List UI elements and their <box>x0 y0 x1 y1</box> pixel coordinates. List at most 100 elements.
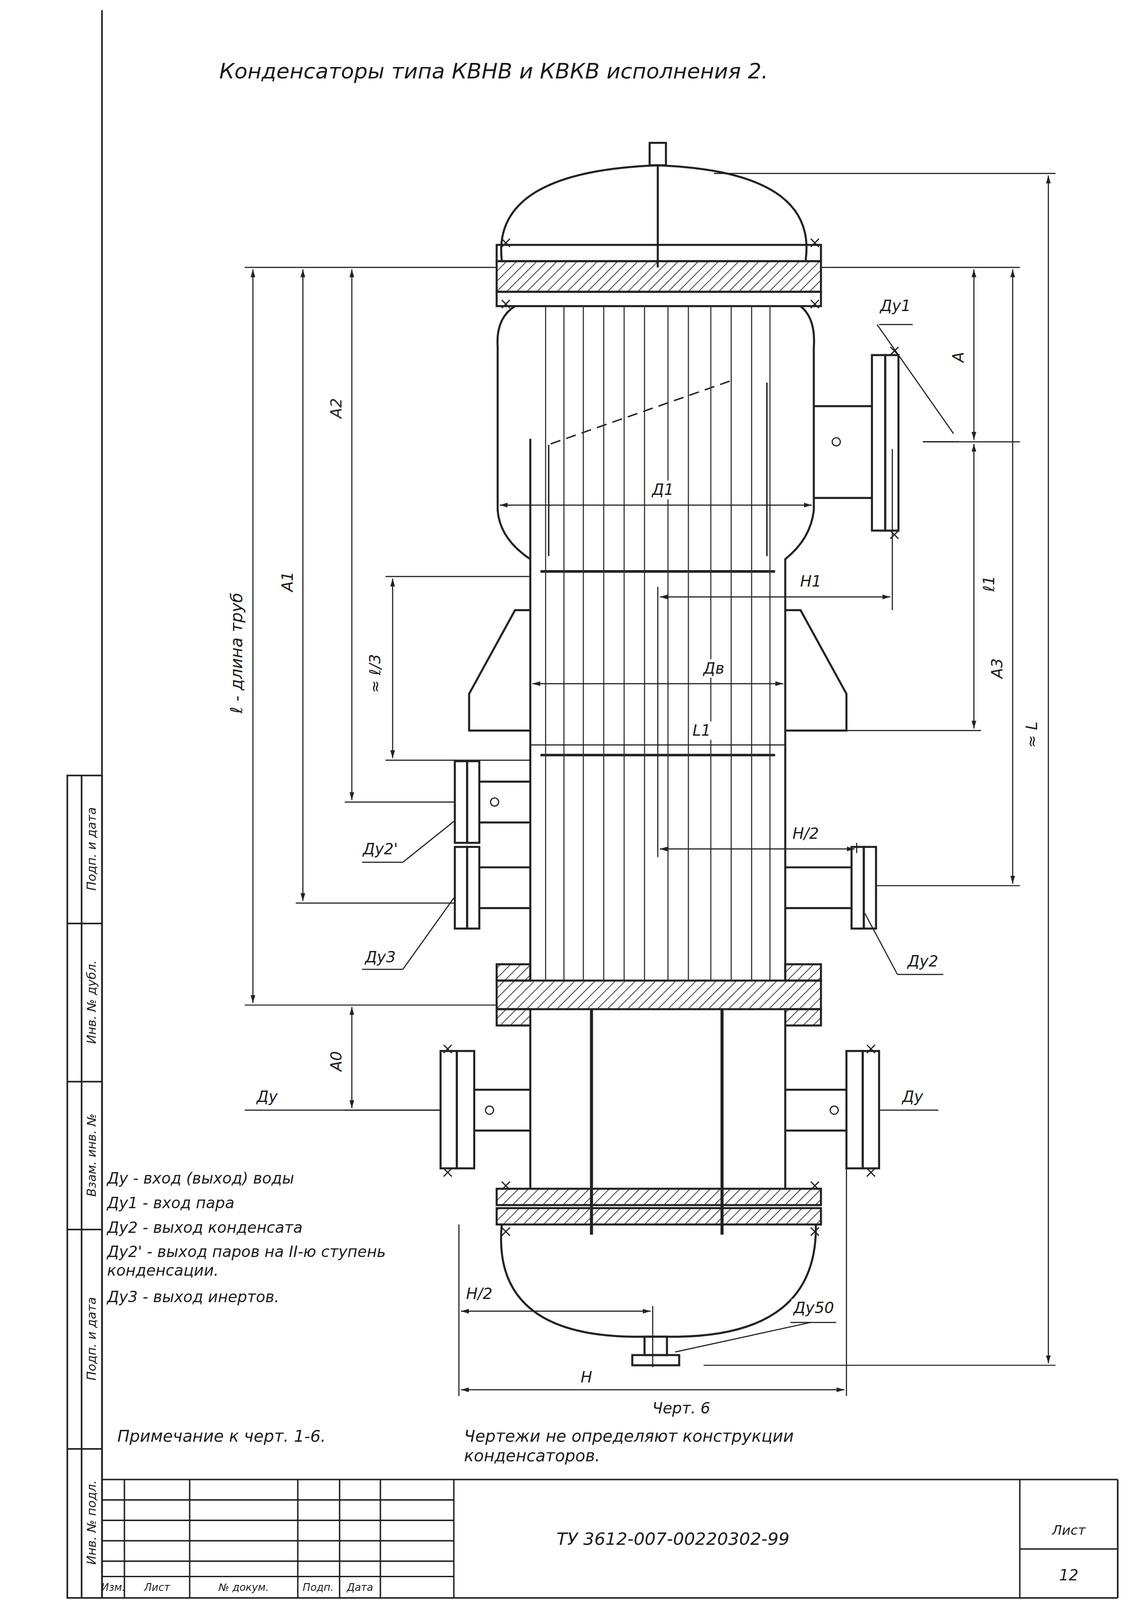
vessel-body-part <box>785 964 821 981</box>
tube-bundle-part <box>563 306 565 981</box>
vessel-body-part <box>496 291 821 307</box>
dimension-lines-part <box>530 744 786 746</box>
vessel-body-part <box>496 261 821 292</box>
dimension-lines-part <box>302 269 304 902</box>
vessel-body <box>440 142 959 1365</box>
vessel-body-part <box>540 570 775 573</box>
vessel-body-part <box>469 610 531 731</box>
dimension-label: L1 <box>690 721 713 740</box>
title-block-part <box>102 1478 1118 1480</box>
dimension-lines-part <box>659 848 855 850</box>
dimension-lines-part <box>252 269 254 1004</box>
dimension-label: ℓ - длина труб <box>226 590 247 716</box>
legend-line: Ду2' - выход паров на II-ю ступень конде… <box>107 1242 444 1280</box>
nozzle-label: Ду <box>900 1087 926 1106</box>
vessel-body-part <box>863 846 877 929</box>
vessel-body-part <box>496 1009 531 1026</box>
title-block-part <box>123 1479 125 1598</box>
dimension-lines-part <box>244 173 1056 1365</box>
vessel-body-part <box>862 1050 880 1168</box>
dimension-lines <box>244 173 1056 1396</box>
vessel-body-part <box>785 306 815 980</box>
dimension-lines-part <box>458 448 893 1396</box>
vessel-body-part <box>846 1050 863 1168</box>
vessel-body-part <box>784 1025 787 1189</box>
tube-bundle-part <box>710 306 711 981</box>
dimension-label: ≈ ℓ/3 <box>366 651 385 695</box>
vessel-body-part <box>496 1188 821 1205</box>
title-block <box>102 1479 1118 1598</box>
vessel-body-part <box>632 1354 680 1365</box>
title-block-part <box>188 1479 191 1598</box>
bolt-marks-part <box>890 347 899 540</box>
vessel-body-part <box>496 980 821 1010</box>
nozzle-label: Ду3 <box>363 947 398 966</box>
dimension-lines-part <box>351 269 353 800</box>
tube-bundle-part <box>623 306 625 981</box>
title-block-cell: Лист <box>144 1581 171 1594</box>
title-block-cell: Изм. <box>101 1581 126 1594</box>
legend-line: Ду - вход (выход) воды <box>107 1169 295 1188</box>
tube-bundle-part <box>687 306 689 981</box>
title-block-cell: Дата <box>346 1581 374 1594</box>
legend-line: Ду1 - вход пара <box>107 1193 235 1213</box>
dimension-label: Н <box>578 1368 595 1387</box>
vessel-body-part <box>785 867 852 908</box>
dimension-label: Д1 <box>649 480 676 499</box>
dimension-label: A1 <box>278 569 297 594</box>
vessel-body-part <box>830 1105 839 1115</box>
title-block-cell: 12 <box>1058 1566 1079 1585</box>
title-block-part <box>102 1540 454 1542</box>
vessel-body-part <box>766 382 768 556</box>
vessel-body-part <box>550 379 735 444</box>
title-block-part <box>1019 1479 1021 1598</box>
vessel-body-part <box>466 846 480 929</box>
title-block-part <box>338 1479 341 1598</box>
dimension-lines-part <box>1047 175 1049 1364</box>
legend-line: Ду3 - выход инертов. <box>107 1287 280 1306</box>
vessel-body-part <box>497 306 531 980</box>
bolt-marks-part <box>501 238 819 309</box>
title-block-part <box>102 1499 454 1501</box>
tube-bundle-part <box>667 306 669 981</box>
nozzle-label: Ду2' <box>360 839 400 858</box>
nozzle-label: Ду2 <box>905 951 941 971</box>
title-block-cell: Лист <box>1052 1522 1086 1539</box>
vessel-body-part <box>454 846 467 929</box>
title-block-part <box>379 1479 382 1598</box>
vessel-body-part <box>496 244 821 262</box>
tube-bundle-part <box>751 306 753 981</box>
vessel-body-part <box>496 1208 821 1225</box>
sheet-frame-part <box>1116 1479 1119 1598</box>
tube-bundle-part <box>730 306 732 981</box>
vessel-body-part <box>832 437 841 447</box>
sheet-frame-part <box>67 1228 103 1231</box>
dimension-label: Дв <box>701 658 727 678</box>
dimension-lines-part <box>846 441 1020 886</box>
tube-bundle-part <box>544 306 546 981</box>
vessel-body-part <box>454 761 467 843</box>
vessel-body-part <box>785 1009 821 1026</box>
dimension-lines-part <box>402 324 954 1352</box>
title-block-part <box>102 1575 454 1578</box>
stamp-cell: Подп. и дата <box>84 807 99 891</box>
dimension-lines-part <box>973 269 975 441</box>
dimension-label: A2 <box>327 395 346 421</box>
nozzle-label: Ду1 <box>877 296 913 316</box>
sheet-frame-part <box>102 1597 1118 1599</box>
vessel-body-part <box>785 610 847 731</box>
dimension-lines-part <box>532 683 784 685</box>
vessel-body-part <box>501 1224 816 1337</box>
dimension-label: ≈ L <box>1022 719 1042 750</box>
title-block-part <box>102 1560 454 1562</box>
vessel-body-part <box>479 781 531 823</box>
dimension-label: A <box>949 349 968 365</box>
dimension-label: A0 <box>327 1048 346 1074</box>
sheet-frame-part <box>67 1447 103 1450</box>
vessel-body-part <box>649 142 666 166</box>
title-block-part <box>1019 1548 1118 1550</box>
nozzle-label: Ду <box>254 1087 280 1106</box>
stamp-cell: Инв. № подл. <box>84 1479 99 1565</box>
